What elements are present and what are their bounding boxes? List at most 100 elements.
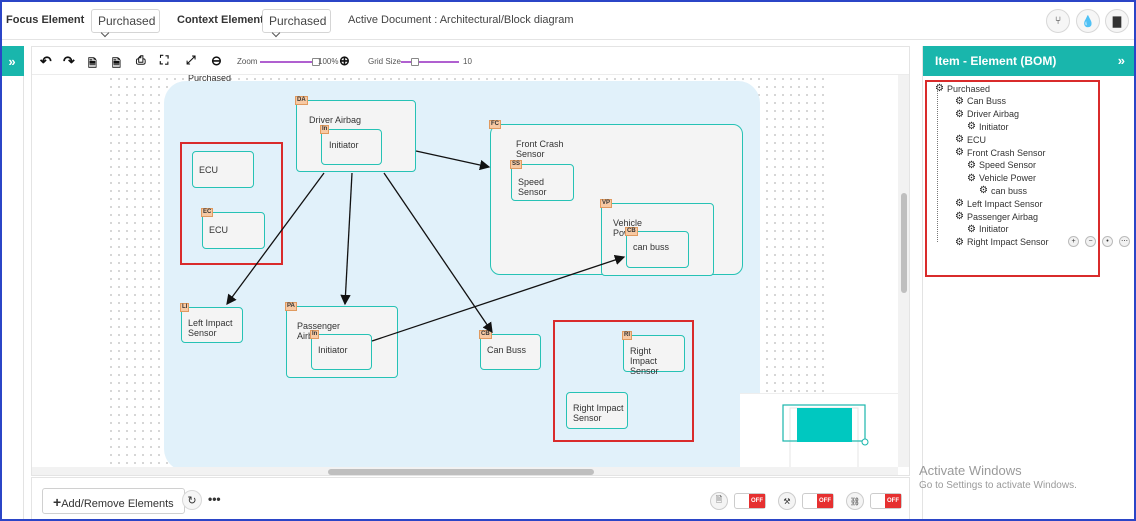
collapse-panel-icon[interactable]: » (1117, 53, 1125, 68)
tools-toggle[interactable]: OFF (802, 493, 834, 509)
tree-item[interactable]: ⚙Driver Airbag (955, 108, 1019, 121)
tree-item[interactable]: ⚙can buss (979, 184, 1027, 197)
zoom-out-icon[interactable]: ⊖ (211, 53, 222, 68)
vertical-scroll-thumb[interactable] (901, 193, 907, 293)
tree-item[interactable]: ⚙Left Impact Sensor (955, 197, 1043, 210)
node-right-impact-sensor-2[interactable]: Right Impact Sensor (566, 392, 628, 429)
tree-item[interactable]: ⚙Right Impact Sensor (955, 236, 1049, 249)
tree-item[interactable]: ⚙Speed Sensor (967, 159, 1036, 172)
node-speed-sensor[interactable]: SS Speed Sensor (510, 160, 574, 201)
refresh-button[interactable]: ↻ (182, 490, 202, 510)
chevron-down-icon (271, 28, 281, 38)
tree-item-label: can buss (990, 185, 1027, 196)
gear-icon: ⚙ (955, 134, 964, 146)
node-left-impact-sensor[interactable]: LI Left Impact Sensor (180, 303, 243, 343)
node-label: Initiator (318, 345, 348, 355)
tree-item-label: Speed Sensor (978, 160, 1037, 171)
tree-item[interactable]: ⚙Initiator (967, 223, 1008, 236)
document-toggle[interactable]: OFF (734, 493, 766, 509)
node-label: ECU (209, 225, 229, 235)
tree-item[interactable]: ⚙ECU (955, 133, 986, 146)
tree-item-label: Driver Airbag (966, 109, 1019, 120)
windows-activation-watermark: Activate Windows Go to Settings to activ… (919, 463, 1077, 491)
focus-element-select[interactable]: Purchased (91, 9, 160, 38)
toggle-off-label: OFF (817, 494, 833, 508)
gear-icon: ⚙ (955, 236, 964, 248)
node-can-buss-inner[interactable]: CB can buss (625, 227, 689, 268)
focus-element-label: Focus Element (6, 14, 85, 26)
tree-item[interactable]: ⚙Front Crash Sensor (955, 146, 1046, 159)
node-can-buss[interactable]: CB Can Buss (479, 330, 541, 370)
expand-left-panel-button[interactable]: » (0, 46, 24, 76)
tools-icon: ⚒ (778, 492, 796, 510)
more-options-icon[interactable]: ••• (208, 492, 221, 506)
context-element-value: Purchased (269, 14, 327, 28)
drop-icon[interactable]: 💧 (1076, 9, 1100, 33)
context-element-label: Context Element (177, 14, 264, 26)
node-label: Front Crash Sensor (516, 139, 564, 159)
node-badge: VP (600, 199, 613, 208)
export-svg-icon[interactable]: 🗎 (112, 58, 121, 70)
tree-item-label: Left Impact Sensor (966, 198, 1043, 209)
node-badge: PA (285, 302, 297, 311)
tree-item[interactable]: ⚙Vehicle Power (967, 172, 1036, 185)
grid-size-slider[interactable] (401, 58, 459, 66)
minimap[interactable] (740, 393, 909, 475)
tree-row-action-button[interactable]: • (1102, 235, 1113, 247)
node-badge: EC (201, 208, 214, 217)
context-element-select[interactable]: Purchased (262, 9, 331, 38)
vertical-scrollbar[interactable] (898, 75, 909, 467)
fit-screen-icon[interactable]: ⛶ (160, 53, 169, 67)
refresh-icon: ↻ (187, 494, 197, 507)
node-label: ECU (199, 165, 219, 175)
print-icon[interactable]: ⎙ (136, 53, 146, 67)
bom-panel-header: Item - Element (BOM) » (923, 46, 1136, 76)
highlight-box-bom-tree (925, 80, 1100, 277)
container-label: Purchased (188, 73, 232, 83)
zoom-slider[interactable] (260, 58, 320, 66)
bar-chart-icon[interactable]: ▇ (1105, 9, 1129, 33)
minimap-preview (782, 404, 869, 469)
gear-icon: ⚙ (955, 95, 964, 107)
zoom-in-icon[interactable]: ⊕ (339, 53, 350, 68)
tree-row-action-button[interactable]: + (1068, 235, 1079, 247)
grid-size-label: Grid Size (368, 57, 401, 66)
node-badge: CB (479, 330, 492, 339)
link-toggle[interactable]: OFF (870, 493, 902, 509)
zoom-value: 100% (318, 57, 339, 66)
bottom-bar: +Add/Remove Elements ↻ ••• 🗎 OFF ⚒ OFF ⛓… (31, 477, 910, 521)
tree-row-action-button[interactable]: − (1085, 235, 1096, 247)
undo-icon[interactable]: ↶ (40, 53, 52, 69)
tree-row-action-button[interactable]: ⋯ (1119, 235, 1130, 247)
horizontal-scroll-thumb[interactable] (328, 469, 594, 475)
watermark-line-2: Go to Settings to activate Windows. (919, 480, 1077, 491)
zoom-slider-handle[interactable] (312, 58, 320, 66)
tree-item-label: Initiator (978, 121, 1009, 132)
fullscreen-icon[interactable]: ⤢ (186, 53, 196, 67)
toggle-off-label: OFF (885, 494, 901, 508)
gear-icon: ⚙ (935, 83, 944, 94)
node-label: Right Impact Sensor (573, 403, 624, 423)
add-remove-elements-button[interactable]: +Add/Remove Elements (42, 488, 185, 514)
toggle-off-label: OFF (749, 494, 765, 508)
diagram-canvas[interactable]: ↶ ↷ 🗎 🗎 ⎙ ⛶ ⤢ ⊖ Zoom 100% ⊕ Grid Size 10… (31, 46, 910, 476)
node-label: Right Impact Sensor (630, 346, 659, 376)
horizontal-scrollbar[interactable] (32, 467, 898, 475)
highlight-box-ecu (180, 142, 283, 265)
export-pdf-icon[interactable]: 🗎 (88, 58, 97, 70)
tree-item[interactable]: ⚙Purchased (935, 82, 990, 95)
tree-item[interactable]: ⚙Initiator (967, 120, 1008, 133)
node-driver-airbag-initiator[interactable]: In Initiator (320, 125, 382, 165)
gear-icon: ⚙ (955, 198, 964, 210)
tree-item[interactable]: ⚙Passenger Airbag (955, 210, 1038, 223)
node-badge: DA (295, 96, 308, 105)
node-right-impact-sensor[interactable]: RI Right Impact Sensor (622, 331, 685, 376)
redo-icon[interactable]: ↷ (63, 53, 75, 69)
grid-size-slider-handle[interactable] (411, 58, 419, 66)
node-passenger-airbag-initiator[interactable]: In Initiator (310, 330, 372, 370)
grid-size-value: 10 (463, 57, 472, 66)
tree-item-label: Right Impact Sensor (966, 237, 1049, 248)
tree-item[interactable]: ⚙Can Buss (955, 95, 1006, 108)
branch-icon[interactable]: ⑂ (1046, 9, 1070, 33)
zoom-label: Zoom (237, 57, 258, 66)
